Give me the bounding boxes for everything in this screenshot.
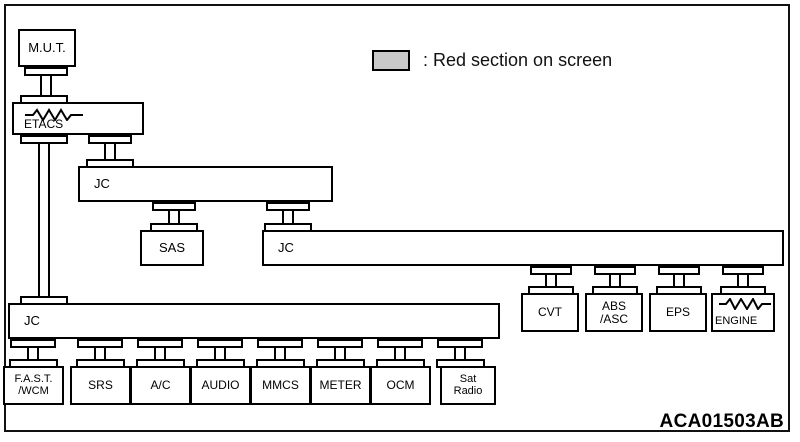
connector-wire-jcmid-jcright [282,211,294,226]
bus-bar-jc-bottom-label: JC [24,313,40,329]
bus-bar-jc-right[interactable]: JC [262,230,784,266]
connector-plate-jcbottom-drop-3 [197,339,243,348]
node-module-audio[interactable]: AUDIO [190,366,251,405]
connector-wire-jcright-engine [737,275,749,289]
connector-plate-jcright-bottom-abs [594,266,636,275]
connector-wire-etacs-jcbottom [38,144,50,296]
resistor-zigzag-icon [719,298,771,310]
node-engine-label: ENGINE [715,315,758,328]
node-module-1-label: SRS [88,378,113,393]
connector-plate-etacs-bottom-right [88,135,132,144]
connector-wire-jcbottom-module-3 [214,348,226,362]
node-sas[interactable]: SAS [140,230,204,266]
bus-bar-jc-right-label: JC [278,240,294,256]
node-eps[interactable]: EPS [649,293,707,332]
connector-plate-jcmid-bottom-sas [152,202,196,211]
node-abs-asc-label: ABS /ASC [599,298,628,326]
node-engine[interactable]: ENGINE [711,293,775,332]
bus-bar-jc-mid-label: JC [94,176,110,192]
connector-plate-mut-bottom [24,67,68,76]
connector-plate-jcbottom-drop-1 [77,339,123,348]
connector-wire-jcbottom-module-4 [274,348,286,362]
node-etacs-label: ETACS [24,117,64,132]
node-module-7-label: Sat Radio [453,372,483,397]
connector-plate-jcbottom-drop-4 [257,339,303,348]
node-module-ac[interactable]: A/C [130,366,191,405]
legend-label: : Red section on screen [423,50,613,70]
connector-wire-jcbottom-module-5 [334,348,346,362]
connector-plate-jcbottom-drop-0 [10,339,56,348]
connector-plate-jcmid-bottom-jcright [266,202,310,211]
node-module-0-label: F.A.S.T. /WCM [14,372,53,397]
connector-plate-etacs-bottom-left [20,135,68,144]
node-abs-asc[interactable]: ABS /ASC [585,293,643,332]
node-module-3-label: AUDIO [201,378,240,393]
connector-plate-jcright-bottom-engine [722,266,764,275]
connector-plate-jcright-bottom-cvt [530,266,572,275]
node-etacs[interactable]: ETACS [12,102,144,135]
connector-wire-jcmid-sas [168,211,180,226]
node-module-ocm[interactable]: OCM [370,366,431,405]
node-module-sat-radio[interactable]: Sat Radio [440,366,496,405]
connector-wire-jcbottom-module-2 [154,348,166,362]
node-module-fast-wcm[interactable]: F.A.S.T. /WCM [3,366,64,405]
connector-wire-etacs-jcmid [104,144,116,162]
bus-bar-jc-bottom[interactable]: JC [8,303,500,339]
connector-plate-jcright-bottom-eps [658,266,700,275]
legend-swatch-red-section [372,50,410,71]
diagram-border [4,4,790,432]
bus-bar-jc-mid[interactable]: JC [78,166,333,202]
figure-id-label: ACA01503AB [659,411,784,432]
connector-plate-jcbottom-drop-5 [317,339,363,348]
connector-plate-jcbottom-drop-7 [437,339,483,348]
node-mut-label: M.U.T. [28,40,66,56]
node-eps-label: EPS [665,305,690,320]
node-cvt[interactable]: CVT [521,293,579,332]
connector-plate-jcbottom-drop-6 [377,339,423,348]
connector-wire-mut-etacs [40,76,52,95]
connector-wire-jcbottom-module-7 [454,348,466,362]
connector-wire-jcright-cvt [545,275,557,289]
node-module-4-label: MMCS [262,378,299,393]
connector-wire-jcbottom-module-0 [27,348,39,362]
node-module-6-label: OCM [386,378,415,393]
node-mut[interactable]: M.U.T. [18,29,76,67]
connector-wire-jcright-eps [673,275,685,289]
node-module-srs[interactable]: SRS [70,366,131,405]
connector-wire-jcright-abs [609,275,621,289]
node-module-5-label: METER [319,378,362,393]
connector-plate-jcbottom-drop-2 [137,339,183,348]
node-module-mmcs[interactable]: MMCS [250,366,311,405]
node-module-meter[interactable]: METER [310,366,371,405]
node-module-2-label: A/C [150,378,171,393]
connector-wire-jcbottom-module-6 [394,348,406,362]
legend: : Red section on screen [372,50,612,71]
node-sas-label: SAS [158,240,185,256]
connector-wire-jcbottom-module-1 [94,348,106,362]
node-cvt-label: CVT [538,305,562,320]
